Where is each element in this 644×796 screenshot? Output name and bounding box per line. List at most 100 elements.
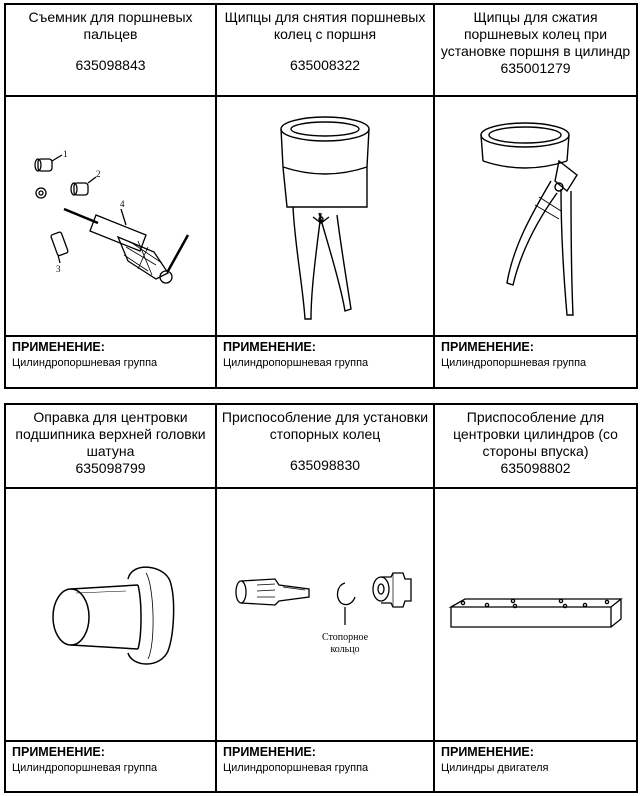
application-row: ПРИМЕНЕНИЕ: Цилиндропоршневая группа ПРИ… <box>6 335 636 389</box>
circlip-label-line-1: Стопорное <box>322 632 369 643</box>
illustration-row: Стопорное кольцо <box>6 487 636 742</box>
ring-edge <box>280 128 284 168</box>
mandrel-shaft-end <box>52 588 90 646</box>
guide-front <box>372 576 390 602</box>
plate-hole <box>484 602 490 608</box>
tool-application: ПРИМЕНЕНИЕ: Цилиндры двигателя <box>433 742 636 793</box>
puller-body <box>89 214 147 252</box>
circlip-installer-drawing: Стопорное кольцо <box>235 572 412 655</box>
leader-line <box>51 154 63 162</box>
head-shading <box>145 572 154 660</box>
plate-top <box>448 598 623 608</box>
leader-line <box>87 176 97 184</box>
tool-header: Приспособление для центровки цилиндров (… <box>433 405 636 487</box>
bushing-part <box>37 158 53 172</box>
tool-title: Приспособление для установки стопорных к… <box>221 409 429 473</box>
cage-hatching <box>123 240 163 276</box>
bearing-mandrel-drawing <box>52 566 175 665</box>
mandrel-shoulder <box>137 584 142 650</box>
tool-title: Щипцы для снятия поршневых колец с поршн… <box>217 5 433 74</box>
plate-hole <box>460 600 466 606</box>
puller-nut <box>159 270 173 284</box>
tool-title: Оправка для центровки подшипника верхней… <box>6 405 215 477</box>
puller-handle <box>166 234 190 272</box>
compressor-band-inner <box>488 126 562 144</box>
application-label: ПРИМЕНЕНИЕ: <box>12 745 105 759</box>
application-text: Цилиндропоршневая группа <box>12 357 158 369</box>
guide-bore <box>377 583 385 595</box>
application-row: ПРИМЕНЕНИЕ: Цилиндропоршневая группа ПРИ… <box>6 740 636 793</box>
application-label: ПРИМЕНЕНИЕ: <box>441 745 534 759</box>
installer-end <box>235 580 247 604</box>
cylinder-centering-plate-drawing <box>448 598 623 628</box>
callout-3: 3 <box>56 264 61 274</box>
ring-compressor-pliers-drawing <box>480 122 578 316</box>
piston-pin-puller-illustration: 1 2 3 4 <box>6 97 215 337</box>
tool-application: ПРИМЕНЕНИЕ: Цилиндропоршневая группа <box>6 742 215 793</box>
application-text: Цилиндры двигателя <box>441 762 549 774</box>
callout-1: 1 <box>63 149 68 159</box>
pliers-head <box>282 166 368 208</box>
illustration-row: 1 2 3 4 <box>6 95 636 337</box>
sleeve-end <box>70 182 78 196</box>
band-edge <box>480 134 484 162</box>
tool-header: Приспособление для установки стопорных к… <box>215 405 433 487</box>
ring-inner <box>290 121 360 137</box>
ring-removal-pliers-drawing <box>280 116 370 320</box>
pliers-right-handle <box>318 212 352 312</box>
pliers-left-handle <box>506 180 558 286</box>
tool-part-number: 635098830 <box>289 457 361 473</box>
leader-line <box>57 254 61 264</box>
tool-application: ПРИМЕНЕНИЕ: Цилиндропоршневая группа <box>6 337 215 389</box>
bearing-mandrel-illustration <box>6 489 215 742</box>
tool-header: Оправка для центровки подшипника верхней… <box>6 405 215 487</box>
pliers-left-handle <box>292 206 322 320</box>
plate-hole <box>512 603 518 609</box>
application-text: Цилиндропоршневая группа <box>223 357 369 369</box>
cylinder-centering-plate-illustration <box>433 489 636 742</box>
tool-title: Приспособление для центровки цилиндров (… <box>435 405 636 477</box>
tool-part-number: 635098799 <box>75 460 146 476</box>
piston-pin-puller-drawing: 1 2 3 4 <box>34 149 190 284</box>
mandrel-head <box>127 566 175 665</box>
tool-header: Щипцы для снятия поршневых колец с поршн… <box>215 5 433 95</box>
application-label: ПРИМЕНЕНИЕ: <box>12 340 105 354</box>
guide-body <box>381 572 412 608</box>
callout-2: 2 <box>96 169 101 179</box>
tool-application: ПРИМЕНЕНИЕ: Цилиндропоршневая группа <box>215 337 433 389</box>
plate-hole <box>604 599 610 605</box>
application-label: ПРИМЕНЕНИЕ: <box>223 745 316 759</box>
tool-part-number: 635098843 <box>75 57 146 73</box>
pliers-jaw <box>554 159 578 193</box>
leader-line <box>120 208 127 226</box>
circlip-label-line-2: кольцо <box>330 644 359 655</box>
circlip-installer-illustration: Стопорное кольцо <box>215 489 433 742</box>
pivot-pin <box>318 216 324 222</box>
pliers-pivot <box>312 216 330 224</box>
tool-title: Щипцы для сжатия поршневых колец при уст… <box>440 9 631 76</box>
tool-part-number: 635001279 <box>500 60 571 76</box>
sleeve-part <box>73 182 89 196</box>
ring-bottom <box>282 166 368 175</box>
plate-hole <box>582 602 588 608</box>
tool-part-number: 635098802 <box>500 460 571 476</box>
ring-outer <box>280 116 370 142</box>
handle-spring <box>534 196 562 220</box>
header-row: Оправка для центровки подшипника верхней… <box>6 405 636 487</box>
plate-sides <box>450 599 622 628</box>
application-label: ПРИМЕНЕНИЕ: <box>223 340 316 354</box>
tool-application: ПРИМЕНЕНИЕ: Цилиндропоршневая группа <box>433 337 636 389</box>
tool-table-1: Съемник для поршневых пальцев 635098843 … <box>4 3 638 389</box>
band-bottom <box>482 160 568 169</box>
ring-removal-pliers-illustration <box>215 97 433 337</box>
shaft-highlight <box>75 590 127 594</box>
header-row: Съемник для поршневых пальцев 635098843 … <box>6 5 636 95</box>
circlip <box>336 582 356 606</box>
pivot-pin <box>554 182 564 192</box>
puller-rod <box>63 207 99 225</box>
tool-part-number: 635008322 <box>289 57 361 73</box>
installer-detail <box>282 586 306 591</box>
bushing-end <box>34 158 42 172</box>
ring-hole <box>38 190 44 196</box>
ring-compressor-pliers-illustration <box>433 97 636 337</box>
